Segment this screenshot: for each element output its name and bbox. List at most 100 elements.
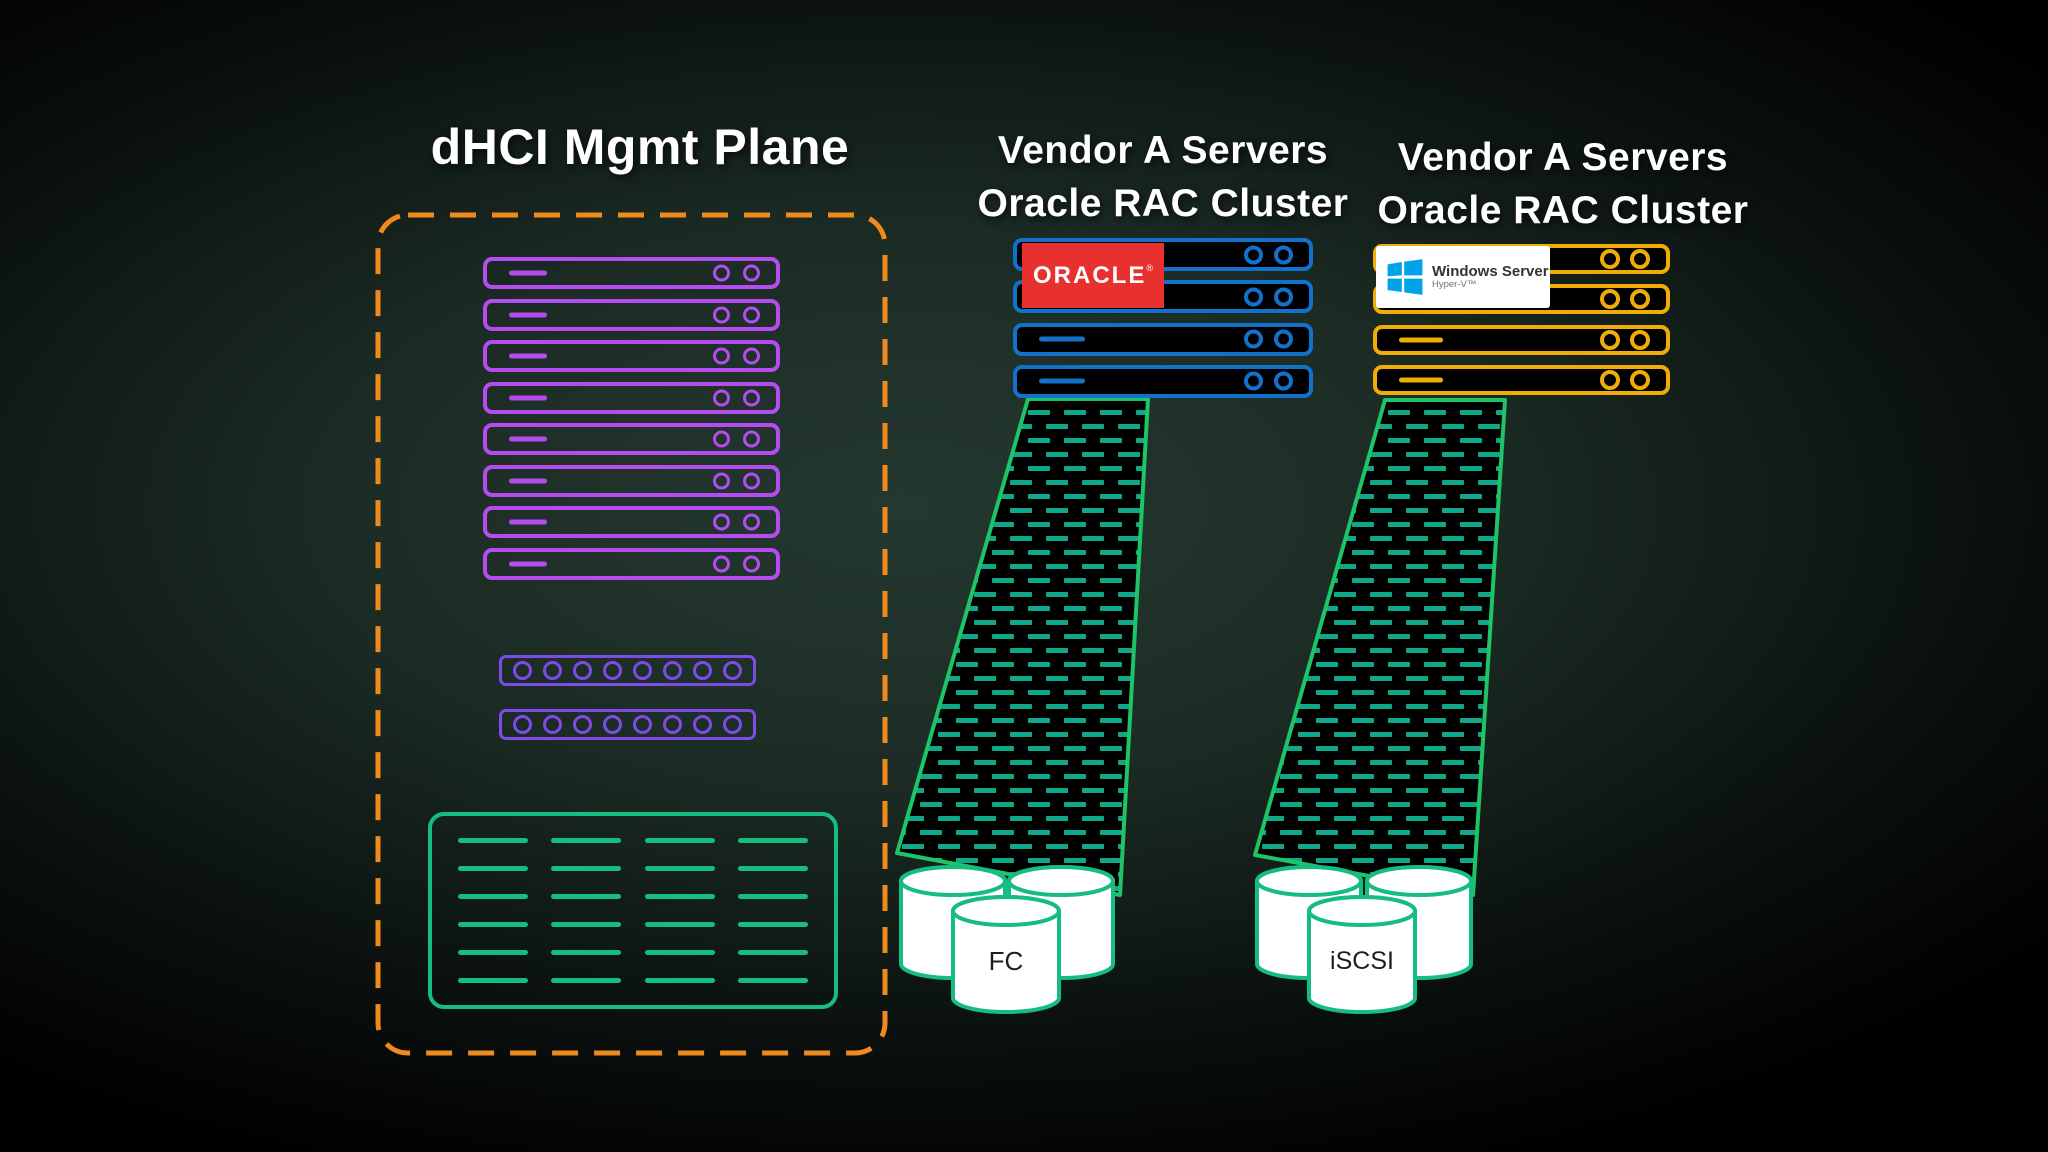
drive-bar <box>551 865 622 871</box>
iscsi-cluster-title-line2: Oracle RAC Cluster <box>1377 189 1749 232</box>
mgmt-switch-stack <box>499 655 756 740</box>
server-dash <box>509 561 547 566</box>
server-led <box>1630 249 1650 269</box>
fc-storage-cylinders <box>899 865 1115 1014</box>
switch-port <box>603 715 622 734</box>
drive-bar <box>457 950 528 956</box>
server-led <box>1630 329 1650 350</box>
server-led <box>743 389 760 406</box>
server-led <box>1600 289 1620 310</box>
switch-port <box>603 661 622 680</box>
server-led <box>1244 245 1263 264</box>
server-dash <box>509 436 547 442</box>
mgmt-plane-title: dHCI Mgmt Plane <box>430 119 850 175</box>
server-led <box>743 472 760 489</box>
server-led <box>1274 329 1293 349</box>
server-led <box>1600 369 1620 390</box>
iscsi-cluster-title: Vendor A Servers Oracle RAC Cluster <box>1363 131 1763 237</box>
windows-logo-text: Windows Server Hyper-V™ <box>1432 264 1549 290</box>
server-dash <box>509 353 547 359</box>
mgmt-server-row <box>483 423 780 455</box>
iscsi-server-row <box>1373 324 1670 355</box>
server-led <box>743 347 760 365</box>
server-led <box>713 472 730 489</box>
drive-bar <box>457 922 528 928</box>
drive-bar <box>644 978 715 984</box>
drive-bar <box>738 978 809 984</box>
mgmt-switch <box>499 709 756 740</box>
drive-bar <box>457 893 528 899</box>
switch-port <box>633 661 652 680</box>
server-led <box>1274 245 1293 264</box>
fc-cluster-title: Vendor A Servers Oracle RAC Cluster <box>963 124 1363 230</box>
mgmt-server-row <box>483 381 780 414</box>
storage-cylinder-top <box>1007 865 1115 897</box>
mgmt-server-row <box>483 298 780 331</box>
switch-port <box>543 661 562 680</box>
server-led <box>743 306 760 323</box>
iscsi-fabric-band <box>1253 398 1507 897</box>
server-dash <box>509 519 547 525</box>
server-led <box>1274 371 1293 391</box>
drive-bar <box>457 837 528 843</box>
drive-bar <box>551 837 622 843</box>
fc-fabric-band <box>895 397 1150 897</box>
server-led <box>713 306 730 323</box>
server-dash <box>509 395 547 400</box>
mgmt-server-row <box>483 257 780 289</box>
fc-cluster-title-line2: Oracle RAC Cluster <box>977 182 1349 225</box>
mgmt-plane-boundary <box>375 212 888 1056</box>
server-led <box>713 430 730 448</box>
switch-port <box>573 715 592 734</box>
storage-cylinder-top <box>951 895 1061 927</box>
iscsi-storage-label: iSCSI <box>1330 947 1394 975</box>
windows-server-logo: Windows Server Hyper-V™ <box>1376 246 1550 308</box>
switch-port <box>723 715 742 734</box>
switch-port <box>513 661 532 680</box>
switch-port <box>693 715 712 734</box>
server-led <box>1630 289 1650 310</box>
oracle-logo-text: ORACLE <box>1033 261 1147 289</box>
server-dash <box>1399 337 1443 343</box>
iscsi-storage-cylinders <box>1255 865 1473 1014</box>
server-dash <box>1039 336 1085 342</box>
server-dash <box>1399 377 1443 383</box>
server-led <box>1600 329 1620 350</box>
switch-port <box>543 715 562 734</box>
drive-bar <box>457 978 528 984</box>
oracle-trademark: ® <box>1146 262 1153 273</box>
server-led <box>743 513 760 531</box>
switch-port <box>663 661 682 680</box>
drive-bar <box>738 922 809 928</box>
storage-cylinder-top <box>1365 865 1473 897</box>
server-led <box>713 513 730 531</box>
drive-bar <box>644 893 715 899</box>
mgmt-server-row <box>483 464 780 497</box>
server-led <box>1630 369 1650 390</box>
fc-server-row <box>1013 322 1313 356</box>
drive-bar <box>551 893 622 899</box>
server-dash <box>509 270 547 276</box>
drive-bar <box>738 893 809 899</box>
drive-bar <box>644 837 715 843</box>
server-led <box>743 264 760 282</box>
server-led <box>743 430 760 448</box>
server-dash <box>509 478 547 483</box>
drive-bar <box>738 950 809 956</box>
drive-bar <box>551 922 622 928</box>
switch-port <box>513 715 532 734</box>
server-led <box>1244 371 1263 391</box>
mgmt-storage-array <box>428 812 838 1009</box>
server-led <box>713 555 730 572</box>
mgmt-server-rack <box>483 257 780 580</box>
switch-port <box>663 715 682 734</box>
mgmt-server-row <box>483 547 780 580</box>
switch-port <box>693 661 712 680</box>
windows-logo-line1: Windows Server <box>1432 263 1549 281</box>
fc-server-row <box>1013 364 1313 398</box>
mgmt-switch <box>499 655 756 686</box>
server-led <box>1244 329 1263 349</box>
drive-bar <box>644 865 715 871</box>
